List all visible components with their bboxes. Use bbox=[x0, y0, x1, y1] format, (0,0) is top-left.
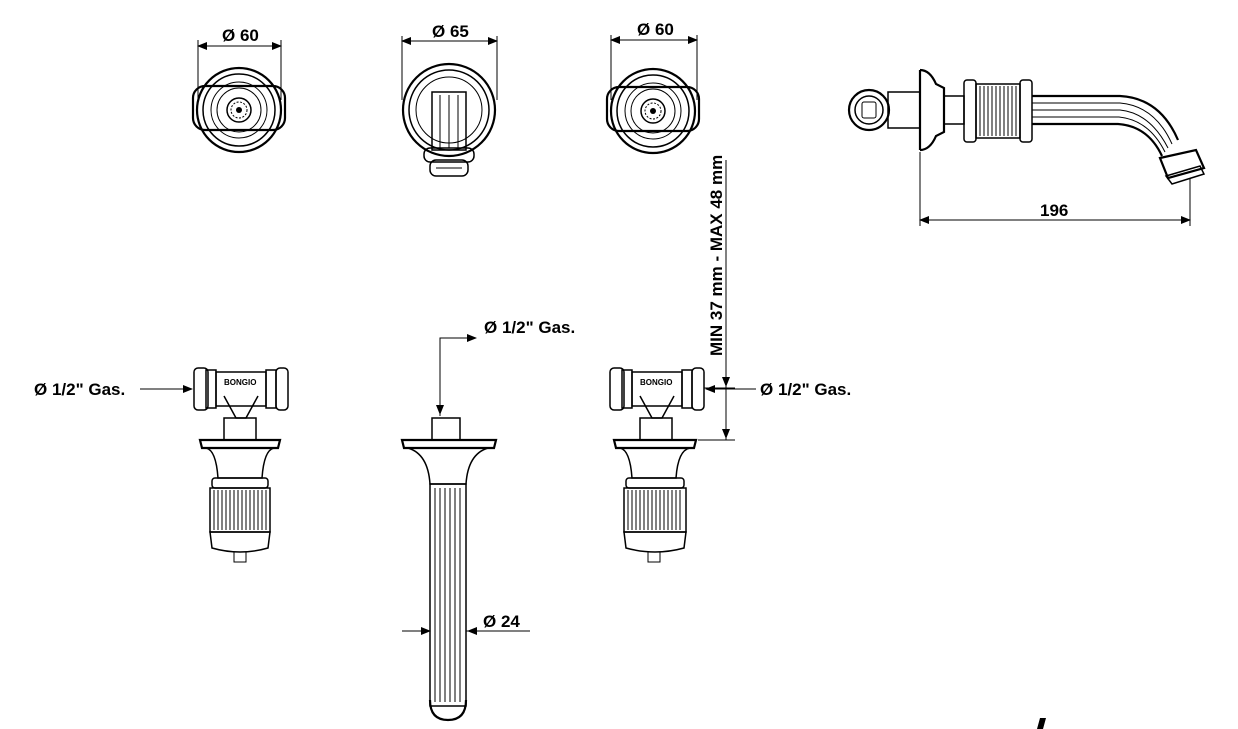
spout-connection-label: Ø 1/2" Gas. bbox=[484, 318, 575, 337]
spout-body-side-view: Ø 1/2" Gas. Ø 24 bbox=[400, 318, 575, 722]
spout-front-view: Ø 65 bbox=[401, 22, 498, 177]
left-handle-diameter-label: Ø 60 bbox=[222, 26, 259, 45]
right-handle-front-view: Ø 60 bbox=[605, 20, 701, 155]
left-valve-connection-label: Ø 1/2" Gas. bbox=[34, 380, 125, 399]
spout-diameter-label: Ø 24 bbox=[483, 612, 520, 631]
stray-mark bbox=[1037, 718, 1046, 729]
spout-flange-diameter-label: Ø 65 bbox=[432, 22, 469, 41]
spout-length-label: 196 bbox=[1040, 201, 1068, 220]
left-valve-side-view: Ø 1/2" Gas. BONGIO bbox=[34, 367, 289, 563]
right-valve-connection-label: Ø 1/2" Gas. bbox=[760, 380, 851, 399]
right-valve-side-view: BONGIO Ø 1/2" Gas. MIN 37 mm - MAX 48 mm bbox=[609, 155, 851, 563]
left-handle-front-view: Ø 60 bbox=[191, 26, 287, 154]
left-valve-brand: BONGIO bbox=[224, 378, 256, 387]
wall-thickness-label: MIN 37 mm - MAX 48 mm bbox=[707, 155, 726, 356]
spout-side-view: 196 bbox=[847, 68, 1206, 226]
right-valve-brand: BONGIO bbox=[640, 378, 672, 387]
right-handle-diameter-label: Ø 60 bbox=[637, 20, 674, 39]
